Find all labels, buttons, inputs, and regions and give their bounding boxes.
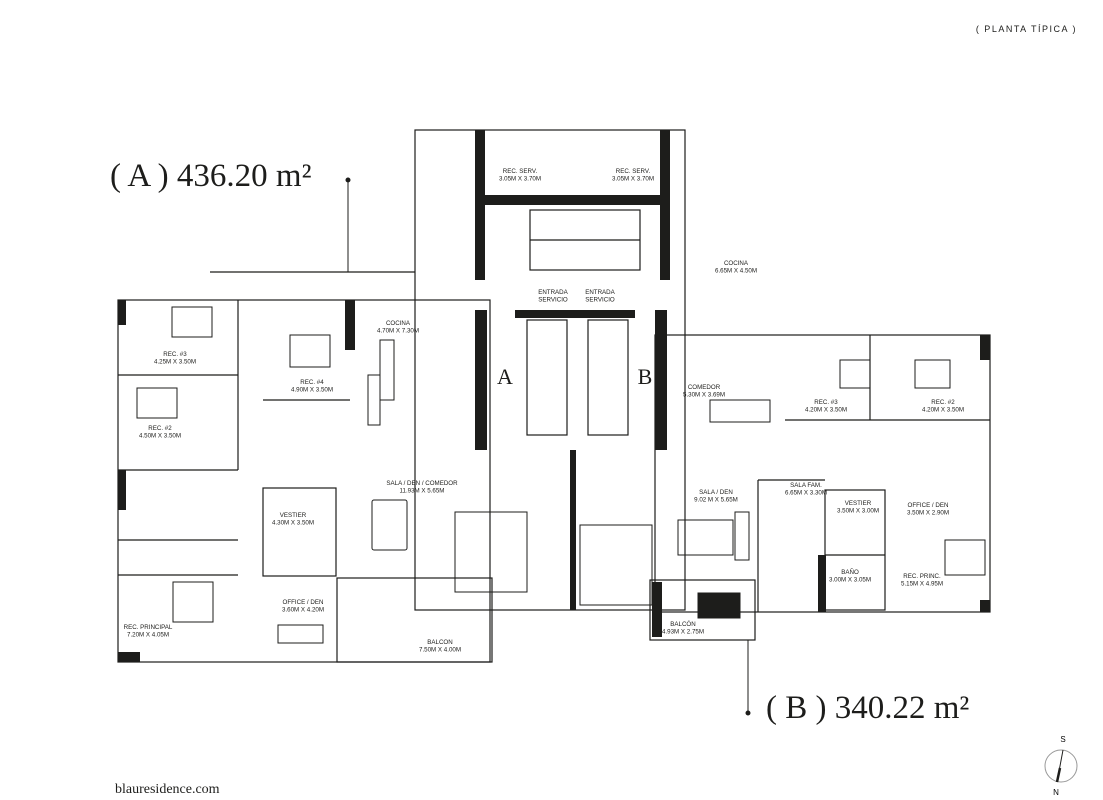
furniture [136, 306, 986, 644]
room-dimensions: 4.25M X 3.50M [154, 359, 196, 366]
room-name: ENTRADA [538, 289, 568, 296]
room-dimensions: SERVICIO [538, 297, 568, 304]
room-dimensions: 4.30M X 3.50M [272, 520, 314, 527]
room-dimensions: 7.20M X 4.05M [127, 632, 169, 639]
room-name: BALCÓN [670, 621, 695, 628]
room-name: OFFICE / DEN [908, 502, 949, 509]
room-name: COCINA [386, 320, 411, 327]
compass-south: S [1060, 735, 1065, 744]
room-name: REC. PRINC. [903, 573, 941, 580]
unit-b-area: ( B ) 340.22 m² [766, 690, 970, 726]
room-dimensions: 3.50M X 3.00M [837, 508, 879, 515]
compass-north: N [1053, 788, 1059, 797]
plan-title: ( PLANTA TÍPICA ) [975, 24, 1077, 34]
compass: S N [1044, 735, 1078, 797]
core-label-b: B [638, 364, 653, 389]
room-name: REC. PRINCIPAL [124, 624, 173, 631]
core-label-a: A [497, 364, 513, 389]
room-name: COMEDOR [688, 384, 721, 391]
room-name: VESTIER [845, 500, 872, 507]
room-name: REC. #2 [148, 425, 172, 432]
room-dimensions: 4.70M X 7.30M [377, 328, 419, 335]
room-name: VESTIER [280, 512, 307, 519]
room-dimensions: 9.02 M X 5.65M [694, 497, 738, 504]
structural-walls [118, 130, 990, 662]
room-name: REC. #3 [814, 399, 838, 406]
room-name: REC. #4 [300, 379, 324, 386]
room-dimensions: 4.20M X 3.50M [805, 407, 847, 414]
room-dimensions: 3.05M X 3.70M [612, 176, 654, 183]
room-dimensions: 3.05M X 3.70M [499, 176, 541, 183]
room-name: REC. SERV. [503, 168, 538, 175]
room-name: ENTRADA [585, 289, 615, 296]
room-name: COCINA [724, 260, 749, 267]
room-name: SALA / DEN [699, 489, 733, 496]
room-name: REC. SERV. [616, 168, 651, 175]
room-dimensions: 4.20M X 3.50M [922, 407, 964, 414]
room-dimensions: 6.65M X 4.50M [715, 268, 757, 275]
room-name: REC. #3 [163, 351, 187, 358]
room-dimensions: 11.93M X 5.65M [400, 488, 445, 495]
room-dimensions: 4.50M X 3.50M [139, 433, 181, 440]
room-dimensions: 7.50M X 4.00M [419, 647, 461, 654]
room-dimensions: 3.00M X 3.05M [829, 577, 871, 584]
room-name: SALA FAM. [790, 482, 822, 489]
room-dimensions: 5.30M X 3.69M [683, 392, 725, 399]
unit-a-area: ( A ) 436.20 m² [110, 158, 312, 194]
room-name: OFFICE / DEN [283, 599, 324, 606]
room-dimensions: 3.50M X 2.90M [907, 510, 949, 517]
room-dimensions: 6.65M X 3.30M [785, 490, 827, 497]
elevator-core-labels: A B [497, 364, 652, 389]
room-name: BAÑO [841, 569, 859, 576]
room-dimensions: 5.15M X 4.95M [901, 581, 943, 588]
room-dimensions: 4.93M X 2.75M [662, 629, 704, 636]
room-dimensions: SERVICIO [585, 297, 615, 304]
thin-walls [117, 129, 991, 663]
room-name: REC. #2 [931, 399, 955, 406]
room-name: BALCON [427, 639, 452, 646]
website-link[interactable]: blauresidence.com [115, 782, 220, 797]
room-name: SALA / DEN / COMEDOR [386, 480, 458, 487]
leader-lines [345, 177, 751, 716]
room-dimensions: 3.60M X 4.20M [282, 607, 324, 614]
room-dimensions: 4.90M X 3.50M [291, 387, 333, 394]
